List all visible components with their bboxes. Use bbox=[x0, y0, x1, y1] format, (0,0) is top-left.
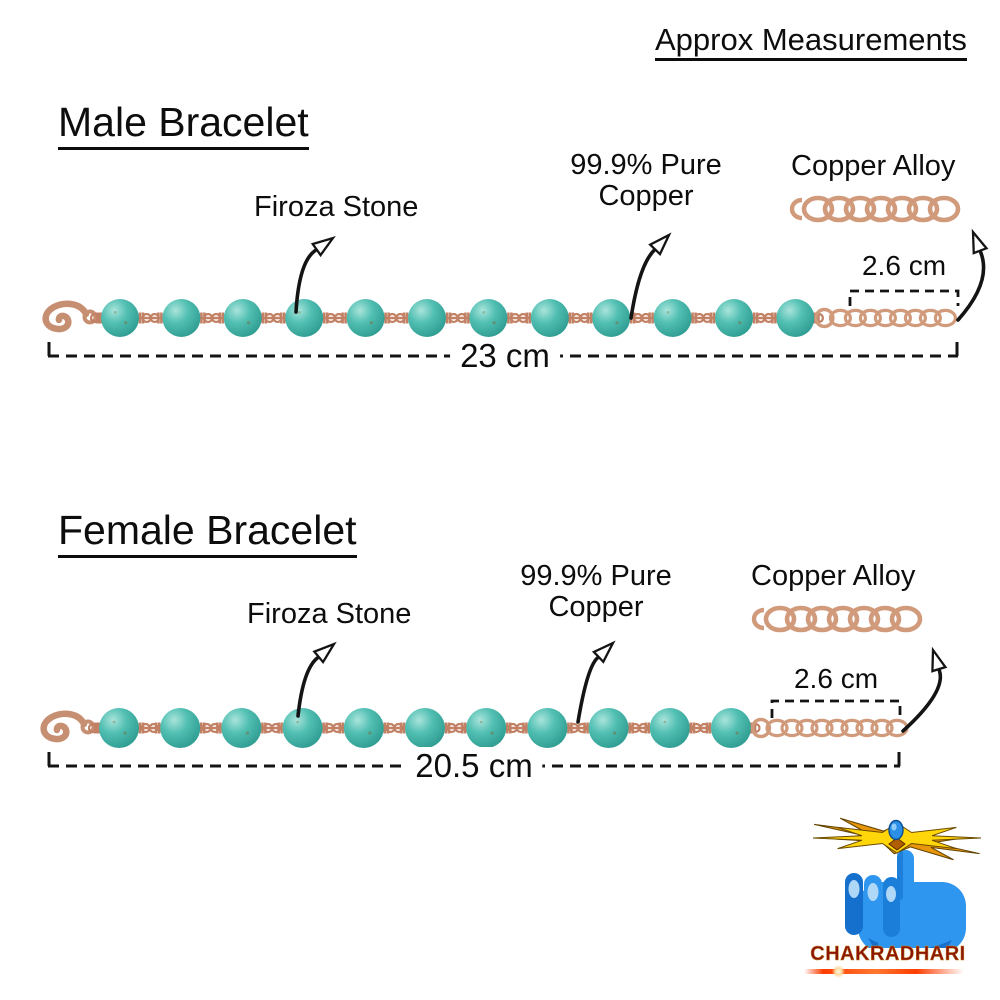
extension-bracket-female bbox=[770, 699, 902, 718]
chakra-icon bbox=[812, 817, 982, 861]
logo-graphic bbox=[812, 817, 982, 948]
approx-measurements-title: Approx Measurements bbox=[655, 24, 967, 61]
extension-chain-zoom-female bbox=[751, 605, 923, 633]
extension-length-label-female: 2.6 cm bbox=[793, 663, 879, 694]
total-length-line-female: 20.5 cm bbox=[38, 746, 910, 790]
hand-icon bbox=[845, 850, 966, 948]
male-bracelet-heading: Male Bracelet bbox=[58, 102, 309, 150]
arrow-alloy-male bbox=[956, 228, 989, 322]
female-bracelet-image bbox=[40, 708, 909, 748]
total-length-label-male: 23 cm bbox=[450, 337, 560, 375]
arrow-copper-male bbox=[629, 232, 672, 320]
female-bracelet-heading: Female Bracelet bbox=[58, 510, 357, 558]
pure-copper-label-female: 99.9% Pure Copper bbox=[520, 560, 672, 624]
arrow-alloy-female bbox=[901, 646, 948, 733]
extension-bracket-male bbox=[848, 289, 960, 306]
firoza-stone-label-female: Firoza Stone bbox=[247, 598, 412, 630]
copper-alloy-label-male: Copper Alloy bbox=[791, 150, 956, 182]
firoza-stone-label-male: Firoza Stone bbox=[254, 191, 419, 223]
arrow-firoza-female bbox=[296, 641, 337, 718]
brand-flare-line bbox=[804, 965, 964, 978]
total-length-line-male: 23 cm bbox=[40, 336, 970, 380]
male-bracelet-image bbox=[42, 299, 958, 337]
extension-chain-zoom-male bbox=[789, 195, 961, 223]
brand-name: CHAKRADHARI bbox=[810, 943, 966, 966]
extension-length-label-male: 2.6 cm bbox=[861, 250, 947, 281]
chakradhari-logo: CHAKRADHARI bbox=[798, 816, 998, 996]
arrow-firoza-male bbox=[294, 235, 336, 314]
total-length-label-female: 20.5 cm bbox=[405, 747, 543, 785]
copper-alloy-label-female: Copper Alloy bbox=[751, 560, 916, 592]
arrow-copper-female bbox=[576, 640, 616, 724]
pure-copper-label-male: 99.9% Pure Copper bbox=[570, 149, 722, 213]
